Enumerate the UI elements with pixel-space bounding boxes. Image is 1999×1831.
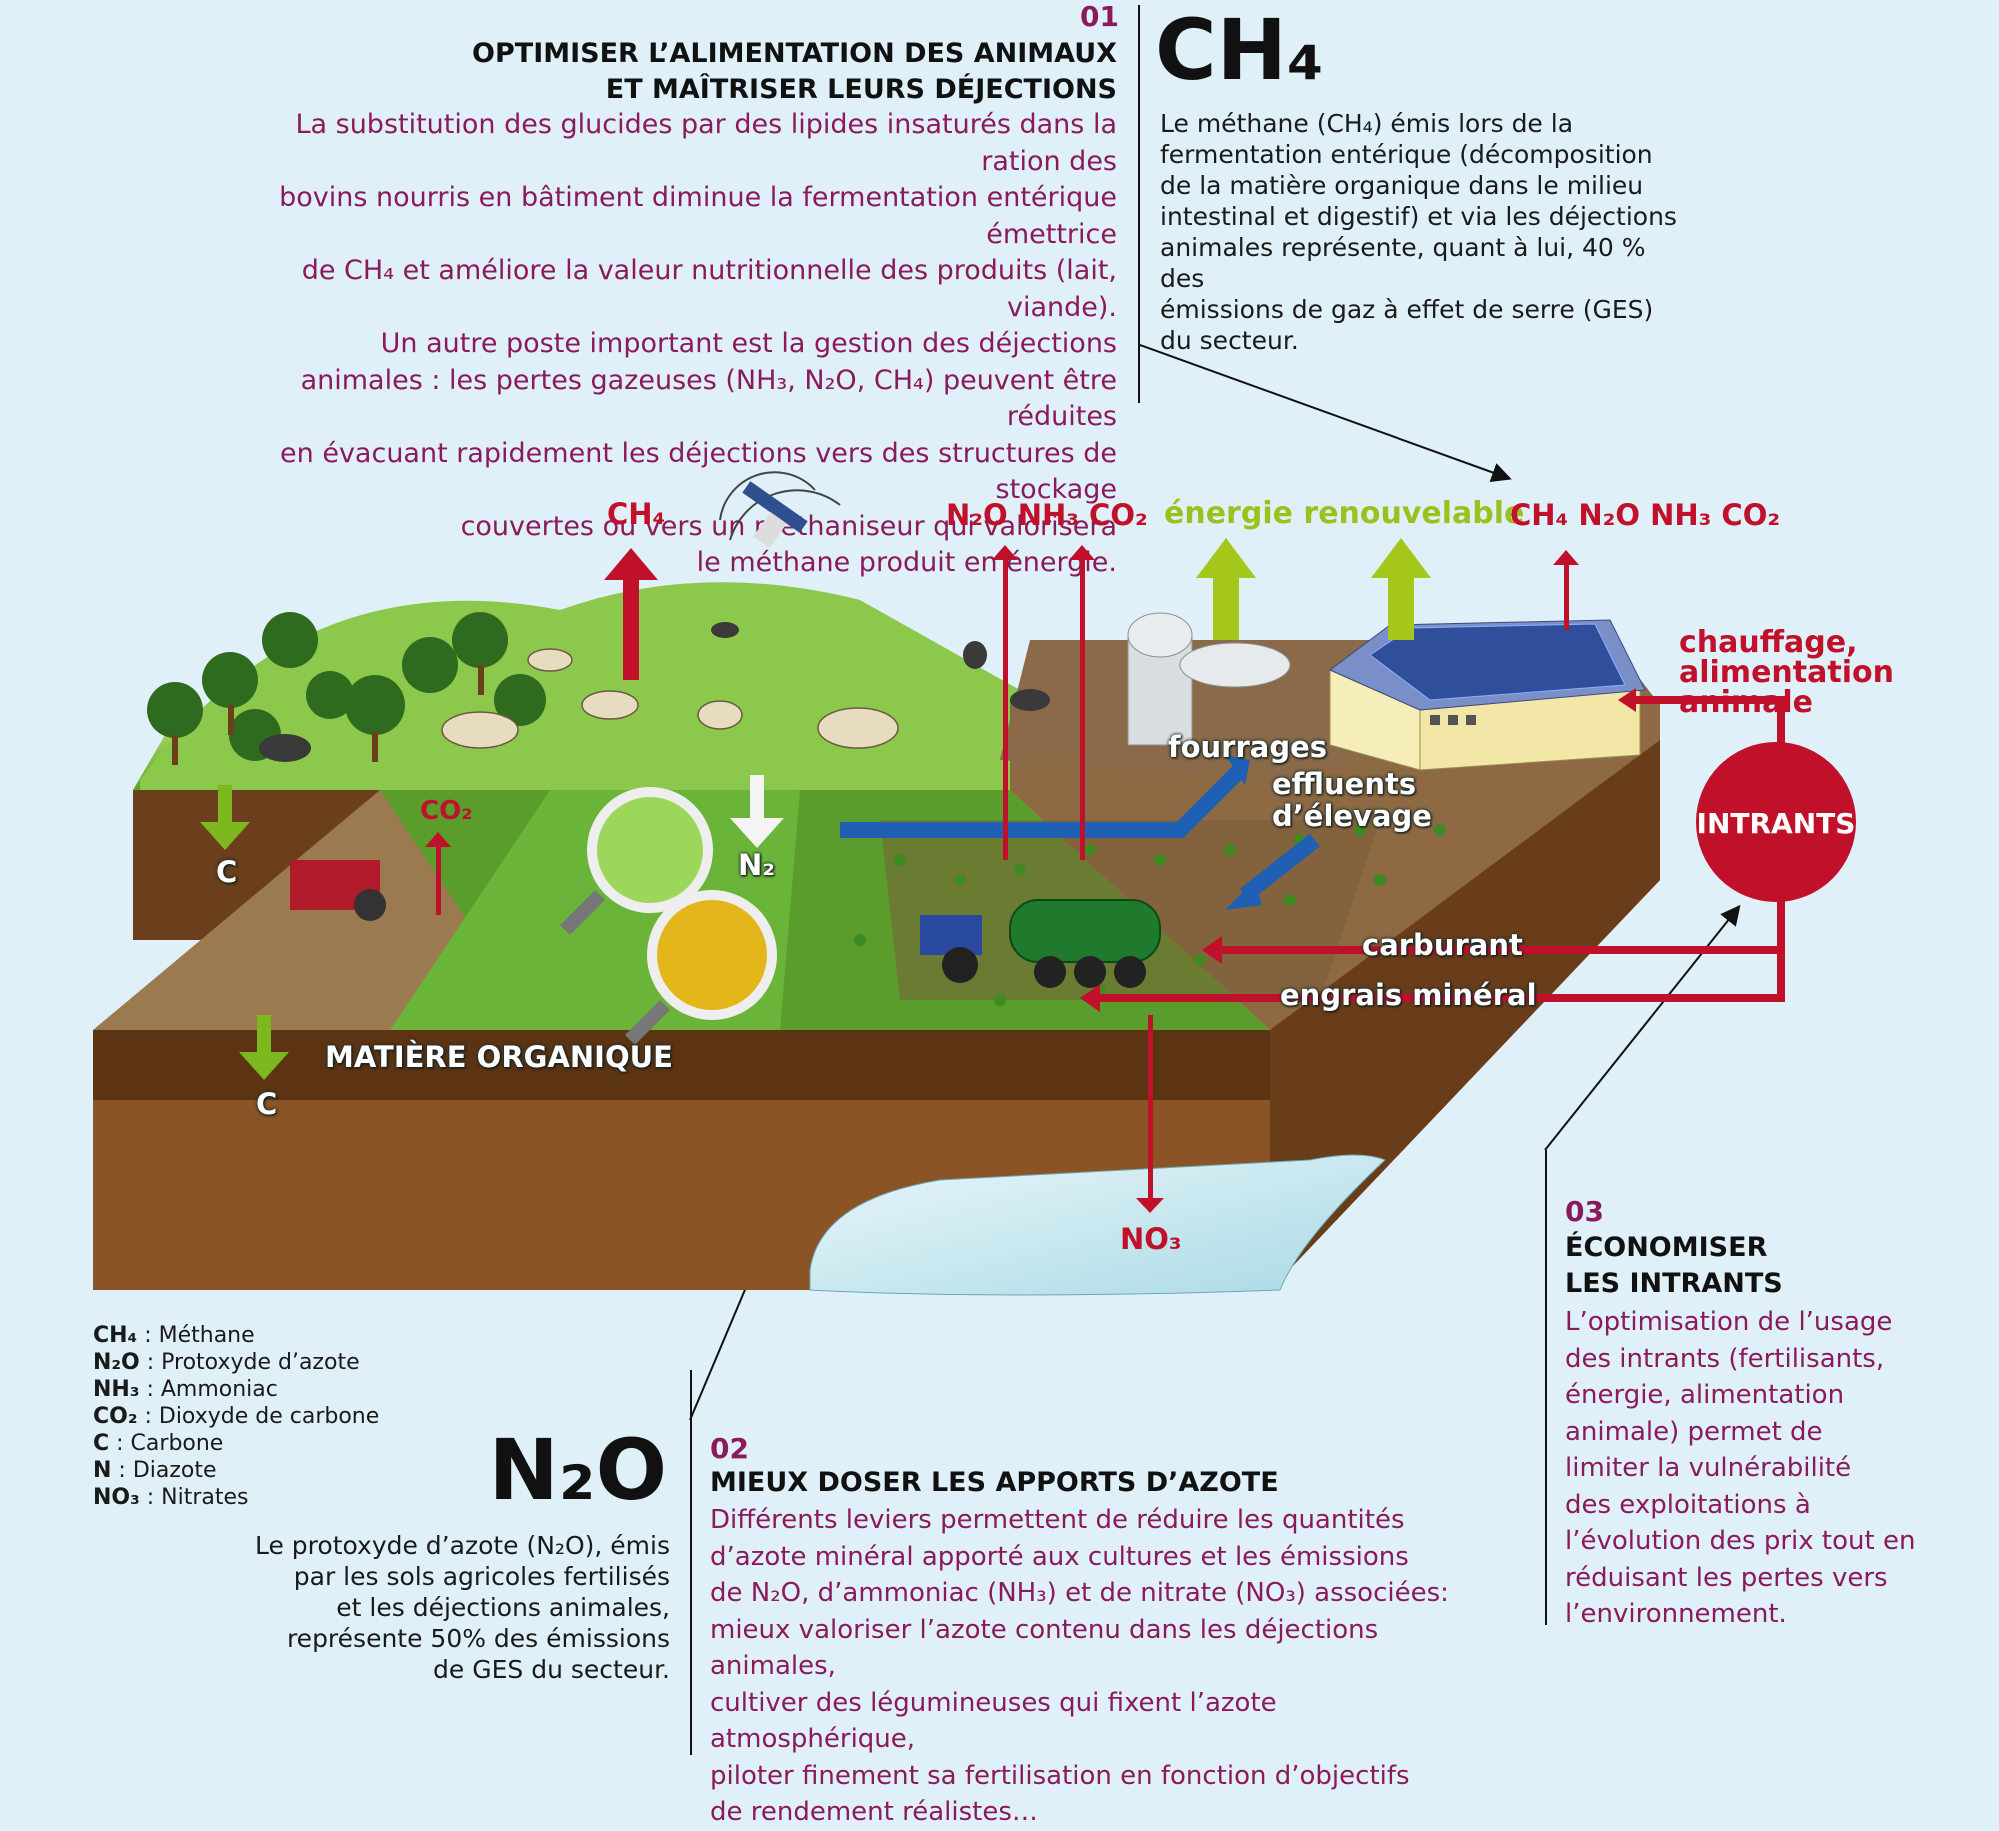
n2o-body: Le protoxyde d’azote (N₂O), émis par les… [190, 1530, 670, 1685]
organic-matter-label: MATIÈRE ORGANIQUE [325, 1040, 673, 1074]
fourrages-label: fourrages [1168, 730, 1328, 764]
section-03-line: limiter la vulnérabilité [1565, 1453, 1852, 1483]
glossary-term: NO₃ [93, 1485, 140, 1510]
section-03-line: l’évolution des prix tout en [1565, 1526, 1916, 1556]
section-01-line: le méthane produit en énergie. [696, 547, 1117, 578]
section-03-line: des intrants (fertilisants, [1565, 1343, 1885, 1374]
glossary-term: N [93, 1458, 112, 1483]
glossary-term: CH₄ [93, 1323, 138, 1348]
glossary-def: : Nitrates [139, 1485, 249, 1510]
intrants-label: INTRANTS [1696, 807, 1856, 840]
effluents-line2: d’élevage [1272, 799, 1432, 833]
n2o-line: par les sols agricoles fertilisés [293, 1562, 670, 1591]
glossary-term: CO₂ [93, 1404, 138, 1429]
section-03-number: 03 [1565, 1195, 1604, 1228]
glossary-def: : Ammoniac [139, 1377, 278, 1402]
section-03-body: L’optimisation de l’usage des intrants (… [1565, 1304, 1985, 1633]
divider-line-03 [1545, 1150, 1547, 1625]
glossary-term: NH₃ [93, 1377, 140, 1402]
ch4-line: Le méthane (CH₄) émis lors de la [1160, 109, 1574, 138]
glossary-def: : Méthane [137, 1323, 255, 1348]
section-01-line: de CH₄ et améliore la valeur nutritionne… [301, 255, 1117, 323]
engrais-label: engrais minéral [1280, 978, 1537, 1012]
farm-illustration [93, 344, 1856, 1421]
glossary-def: : Dioxyde de carbone [137, 1404, 380, 1429]
ch4-formula: CH₄ [1155, 1, 1324, 99]
section-01-body: La substitution des glucides par des lip… [217, 107, 1117, 582]
section-02-number: 02 [710, 1432, 749, 1465]
section-01-line: bovins nourris en bâtiment diminue la fe… [279, 182, 1117, 250]
glossary-def: : Diazote [111, 1458, 217, 1483]
n2-label: N₂ [738, 848, 775, 882]
ch4-line: fermentation entérique (décomposition [1160, 140, 1653, 169]
carburant-label: carburant [1362, 928, 1523, 962]
section-01-line: Un autre poste important est la gestion … [380, 328, 1117, 359]
divider-line-01 [1138, 5, 1140, 403]
glossary-def: : Carbone [109, 1431, 224, 1456]
carbon-label-bottom: C [256, 1087, 278, 1121]
section-02-title: MIEUX DOSER LES APPORTS D’AZOTE [710, 1467, 1279, 1498]
section-01-number: 01 [1080, 0, 1119, 33]
section-03-line: l’environnement. [1565, 1599, 1787, 1629]
section-03-title: ÉCONOMISER LES INTRANTS [1565, 1230, 1783, 1302]
section-03-line: des exploitations à [1565, 1489, 1811, 1520]
section-03-title-line2: LES INTRANTS [1565, 1268, 1783, 1299]
n2o-formula: N₂O [488, 1421, 668, 1519]
glossary-term: N₂O [93, 1350, 140, 1375]
divider-line-02 [690, 1370, 692, 1755]
section-01-title-line1: OPTIMISER L’ALIMENTATION DES ANIMAUX [472, 38, 1117, 69]
n2o-line: Le protoxyde d’azote (N₂O), émis [254, 1531, 670, 1560]
section-03-line: L’optimisation de l’usage [1565, 1307, 1893, 1337]
ch4-line: intestinal et digestif) et via les déjec… [1160, 202, 1677, 231]
no3-label: NO₃ [1120, 1222, 1182, 1256]
ch4-line: du secteur. [1160, 326, 1299, 355]
n2o-nh3-co2-label: N₂O NH₃ CO₂ [946, 498, 1148, 532]
ch4-body: Le méthane (CH₄) émis lors de la ferment… [1160, 108, 1680, 356]
section-02-line: de N₂O, d’ammoniac (NH₃) et de nitrate (… [710, 1578, 1449, 1608]
co2-soil-label: CO₂ [420, 796, 473, 826]
section-02-line: d’azote minéral apporté aux cultures et … [710, 1541, 1409, 1572]
glossary-item: CO₂ : Dioxyde de carbone [93, 1403, 379, 1430]
glossary-def: : Protoxyde d’azote [139, 1350, 360, 1375]
heating-line2: alimentation animale [1679, 655, 1894, 720]
section-03-line: réduisant les pertes vers [1565, 1562, 1888, 1593]
effluents-line1: effluents [1272, 767, 1417, 801]
glossary-item: N₂O : Protoxyde d’azote [93, 1349, 379, 1376]
section-01-line: La substitution des glucides par des lip… [295, 109, 1117, 177]
carbon-label-top: C [216, 855, 238, 889]
heating-feed-label: chauffage, alimentation animale [1679, 628, 1999, 718]
n2o-line: représente 50% des émissions [286, 1624, 670, 1653]
n2o-line: et les déjections animales, [336, 1593, 670, 1622]
section-03-line: énergie, alimentation [1565, 1380, 1845, 1410]
barn-emissions-label: CH₄ N₂O NH₃ CO₂ [1510, 498, 1781, 532]
section-03-title-line1: ÉCONOMISER [1565, 1232, 1768, 1263]
glossary-item: CH₄ : Méthane [93, 1322, 379, 1349]
section-02-line: Différents leviers permettent de réduire… [710, 1505, 1405, 1535]
glossary: CH₄ : Méthane N₂O : Protoxyde d’azote NH… [93, 1322, 379, 1511]
section-01-title: OPTIMISER L’ALIMENTATION DES ANIMAUX ET … [417, 36, 1117, 108]
glossary-item: NH₃ : Ammoniac [93, 1376, 379, 1403]
section-02-body: Différents leviers permettent de réduire… [710, 1502, 1470, 1831]
section-02-line: cultiver des légumineuses qui fixent l’a… [710, 1687, 1277, 1755]
effluents-label: effluents d’élevage [1272, 768, 1432, 832]
glossary-item: NO₃ : Nitrates [93, 1484, 379, 1511]
section-02-line: piloter finement sa fertilisation en fon… [710, 1760, 1410, 1791]
section-01-line: animales : les pertes gazeuses (NH₃, N₂O… [300, 364, 1117, 433]
ch4-emission-label: CH₄ [607, 497, 666, 531]
n2o-line: de GES du secteur. [433, 1655, 670, 1684]
section-02-line: de rendement réalistes… [710, 1797, 1038, 1827]
section-01-line: en évacuant rapidement les déjections ve… [280, 437, 1117, 506]
section-02-line: mieux valoriser l’azote contenu dans les… [710, 1614, 1379, 1682]
ch4-line: émissions de gaz à effet de serre (GES) [1160, 295, 1654, 324]
section-03-line: animale) permet de [1565, 1416, 1823, 1447]
section-01-title-line2: ET MAÎTRISER LEURS DÉJECTIONS [605, 74, 1117, 105]
ch4-line: de la matière organique dans le milieu [1160, 171, 1644, 200]
glossary-term: C [93, 1431, 110, 1456]
glossary-item: C : Carbone [93, 1430, 379, 1457]
renewable-energy-label: énergie renouvelable [1164, 496, 1525, 531]
glossary-item: N : Diazote [93, 1457, 379, 1484]
heating-line1: chauffage, [1679, 625, 1858, 660]
ch4-line: animales représente, quant à lui, 40 % d… [1160, 233, 1646, 293]
